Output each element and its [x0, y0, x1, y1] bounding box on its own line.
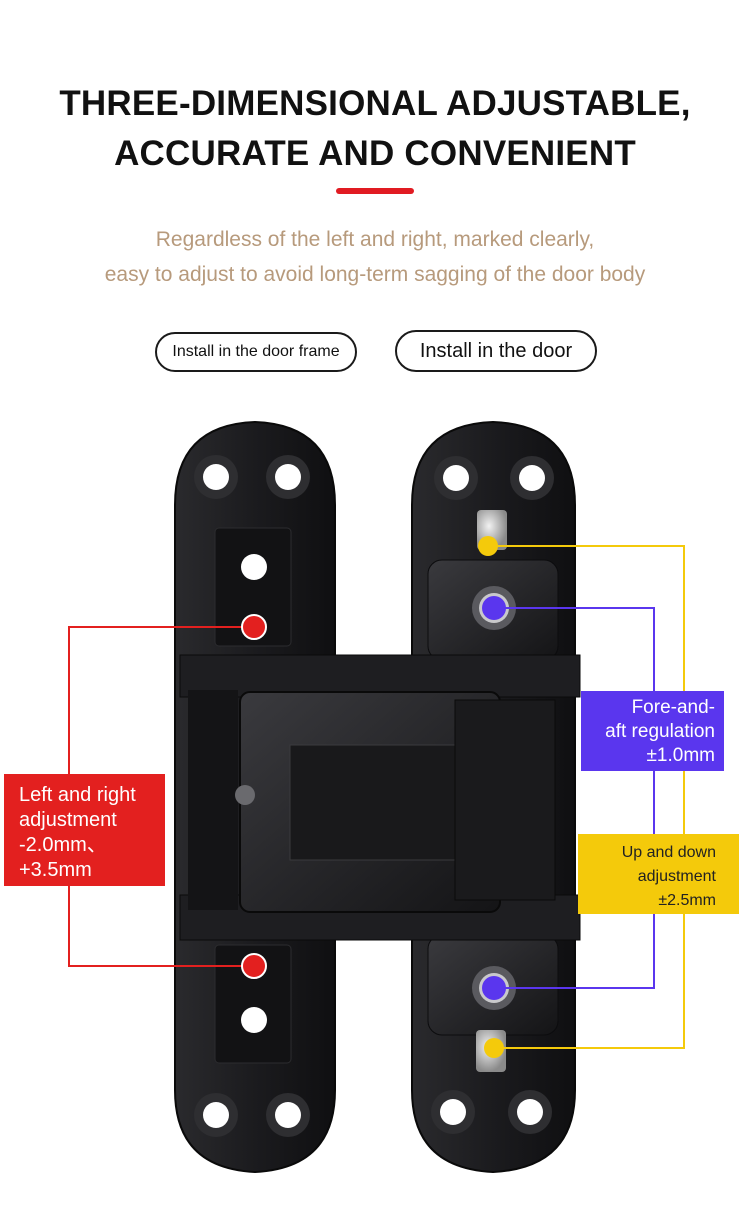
label-line: -2.0mm、	[19, 834, 107, 856]
hinge-photo	[68, 420, 685, 1174]
fore-aft-marker-bottom	[482, 976, 506, 1000]
up-down-adjustment-label: Up and down adjustment ±2.5mm	[578, 834, 739, 914]
hinge-knuckle	[179, 654, 581, 941]
page-title-line-1: THREE-DIMENSIONAL ADJUSTABLE,	[59, 84, 691, 123]
label-line: adjustment	[637, 868, 716, 885]
label-line: Fore-and-	[631, 697, 715, 718]
label-line: Up and down	[621, 844, 716, 861]
label-line: aft regulation	[605, 721, 715, 742]
fore-aft-marker-top	[482, 596, 506, 620]
install-door-frame-button[interactable]: Install in the door frame	[155, 332, 357, 372]
page-title-line-2: ACCURATE AND CONVENIENT	[114, 134, 636, 173]
left-right-adjustment-label: Left and right adjustment -2.0mm、 +3.5mm	[4, 774, 165, 886]
label-line: adjustment	[19, 809, 117, 831]
label-line: ±2.5mm	[658, 892, 716, 909]
up-down-marker-top	[478, 536, 498, 556]
left-right-marker-top	[241, 614, 267, 640]
fore-aft-regulation-label: Fore-and- aft regulation ±1.0mm	[581, 691, 724, 771]
install-door-button[interactable]: Install in the door	[395, 330, 597, 372]
subtitle-line-1: Regardless of the left and right, marked…	[155, 228, 595, 251]
up-down-marker-bottom	[484, 1038, 504, 1058]
label-line: Left and right	[19, 784, 136, 806]
left-right-marker-bottom	[241, 953, 267, 979]
title-divider	[336, 188, 414, 194]
label-line: ±1.0mm	[646, 745, 716, 766]
label-line: +3.5mm	[19, 859, 92, 881]
subtitle-line-2: easy to adjust to avoid long-term saggin…	[104, 263, 646, 286]
